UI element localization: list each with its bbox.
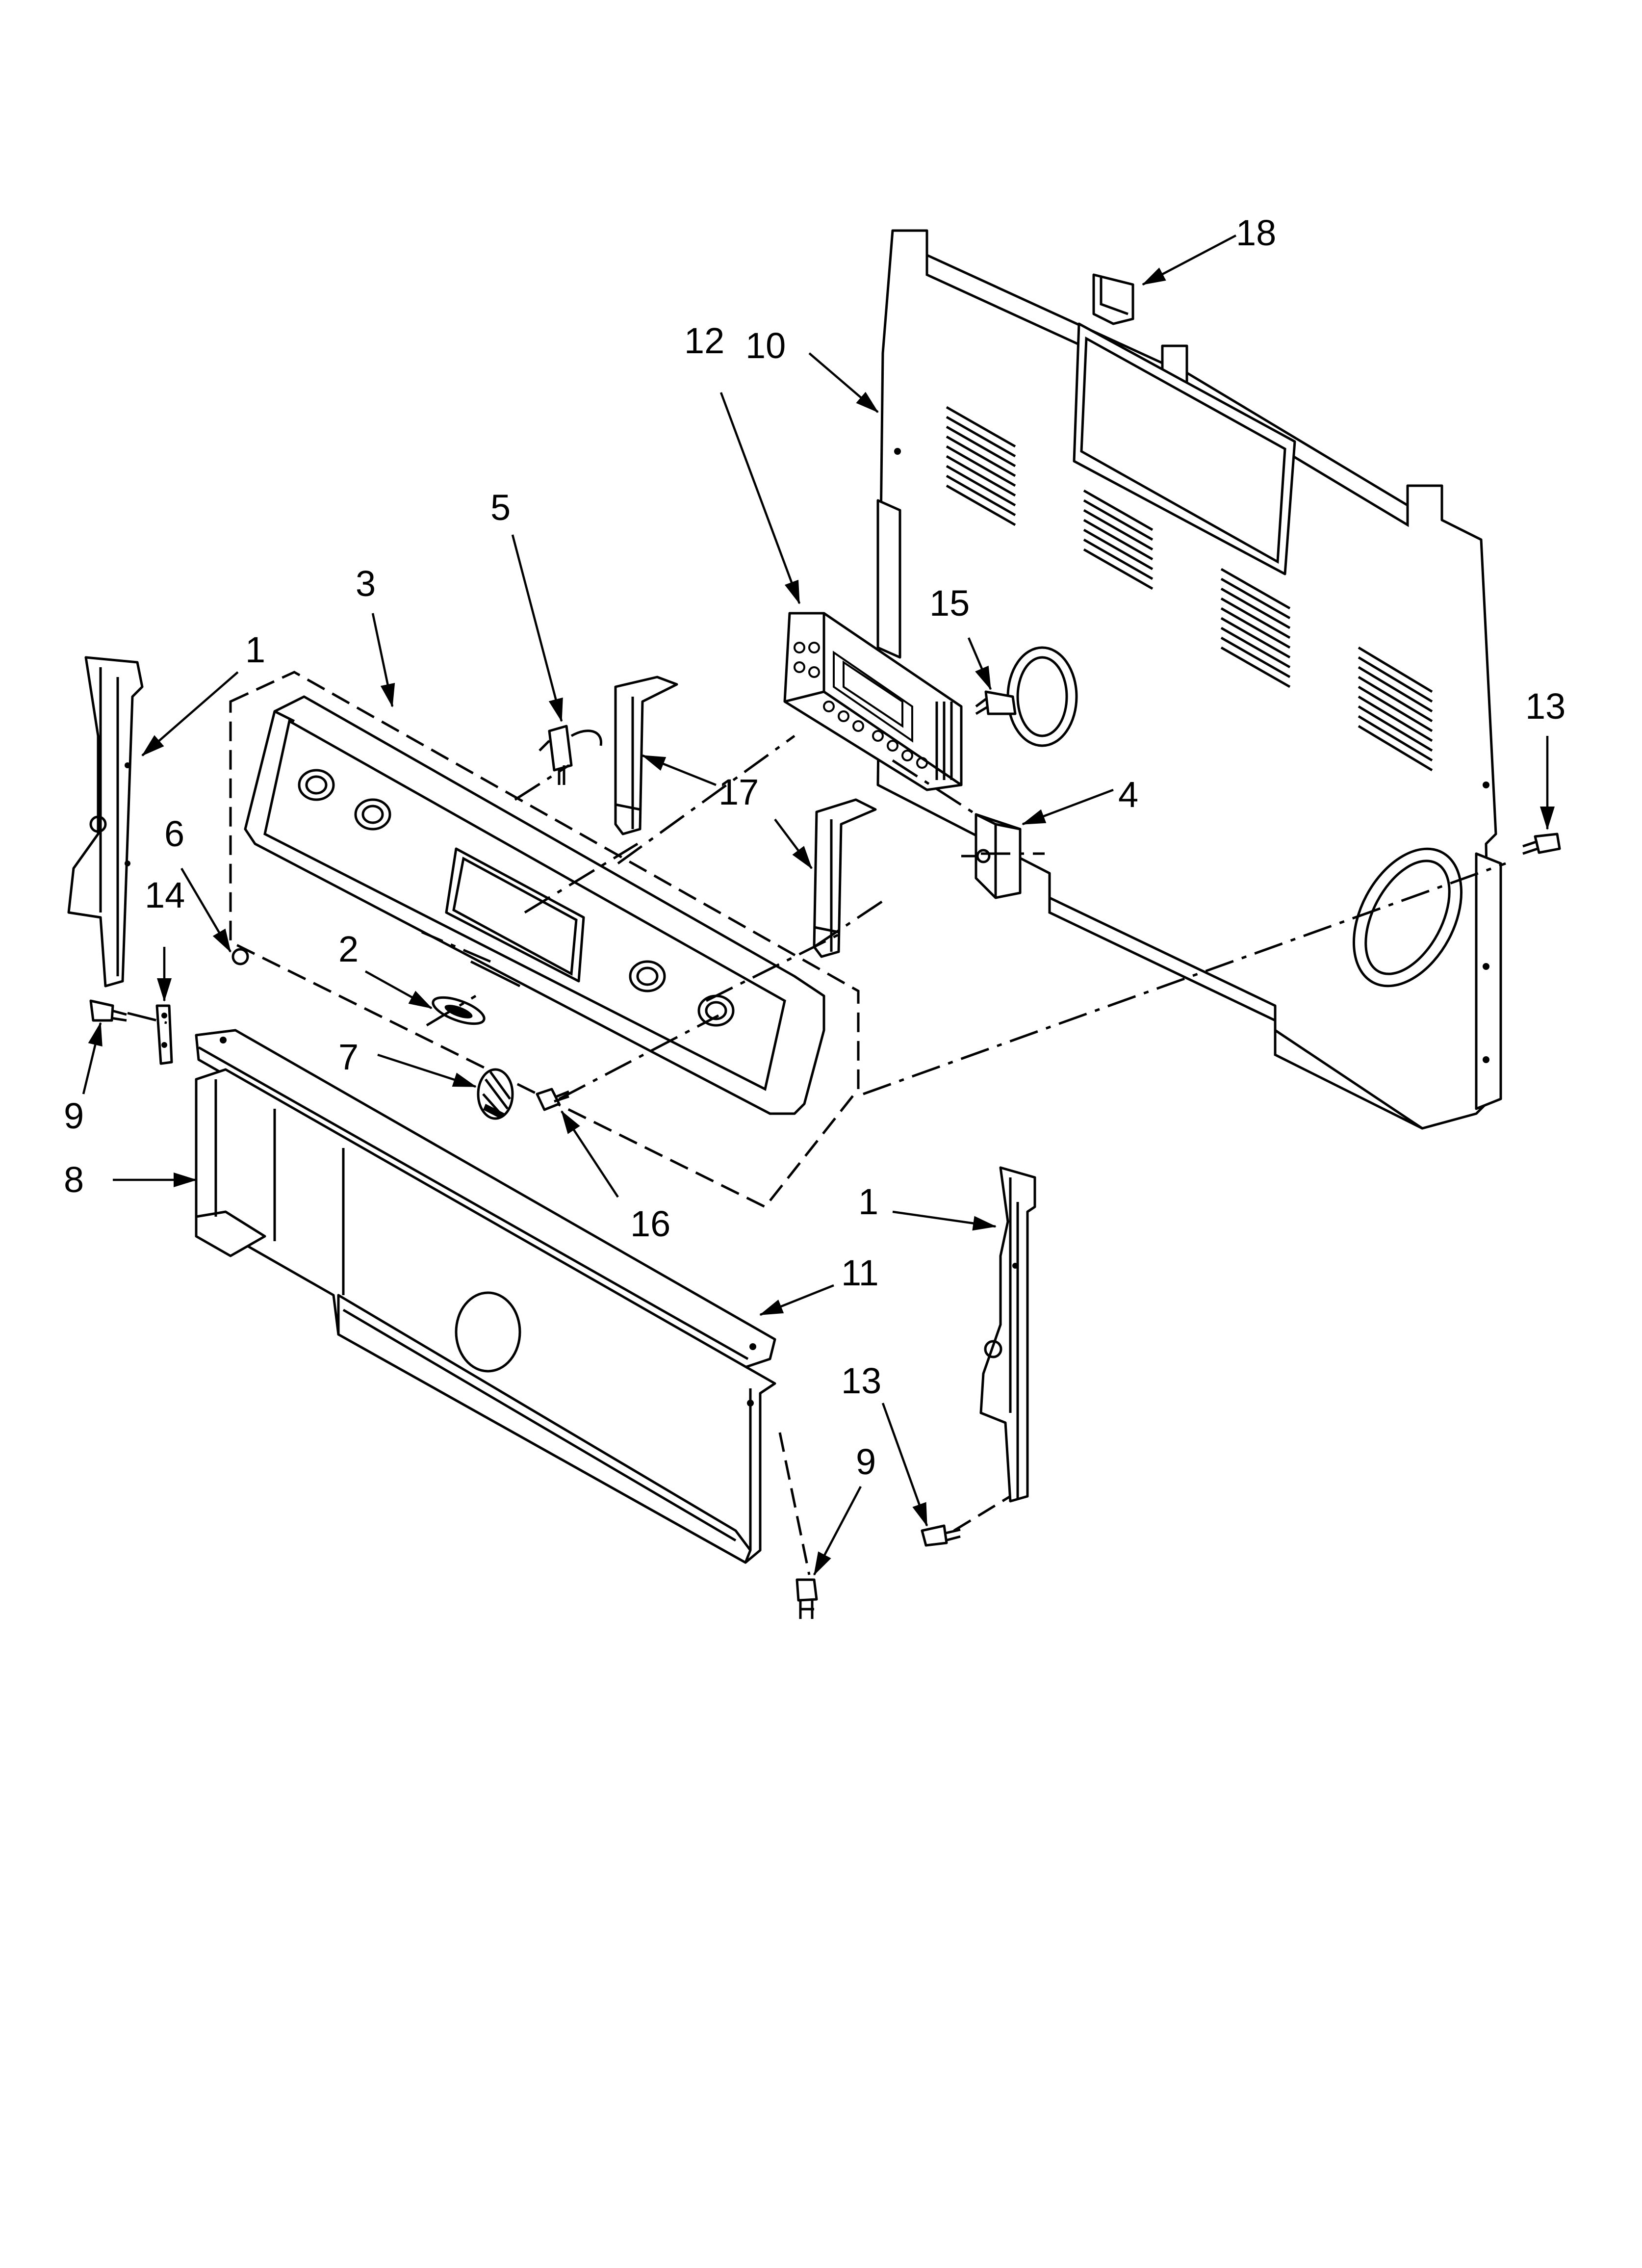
callout-14: 14 bbox=[145, 875, 185, 915]
control-board-part-12 bbox=[783, 612, 963, 791]
callout-5: 5 bbox=[490, 487, 511, 528]
leader-lines bbox=[82, 235, 1555, 1576]
callout-3: 3 bbox=[356, 563, 376, 604]
clip-part-18 bbox=[1092, 273, 1134, 325]
callout-11: 11 bbox=[841, 1252, 879, 1293]
knob-part-7 bbox=[477, 1068, 514, 1120]
callout-18: 18 bbox=[1236, 212, 1276, 253]
knob-locations bbox=[298, 769, 735, 1027]
callout-15: 15 bbox=[929, 583, 970, 624]
callout-labels: 18 10 12 5 3 15 1 13 17 4 6 14 2 9 7 8 1… bbox=[64, 212, 1565, 1482]
screw-part-13-right bbox=[1522, 833, 1561, 855]
clip-part-14 bbox=[155, 1004, 173, 1065]
lower-panel-part-8 bbox=[195, 1068, 776, 1564]
vent-louvres-1 bbox=[946, 406, 1016, 526]
badge-part-2 bbox=[432, 996, 486, 1025]
end-cap-part-1-left bbox=[67, 656, 144, 988]
callout-7: 7 bbox=[338, 1037, 359, 1077]
trim-strip-part-11 bbox=[195, 1029, 776, 1370]
callout-1-right: 1 bbox=[858, 1181, 878, 1222]
screw-part-13-lower bbox=[921, 1524, 961, 1547]
callout-17: 17 bbox=[718, 772, 759, 812]
end-cap-part-1-right bbox=[979, 1166, 1036, 1503]
callout-13-lower: 13 bbox=[841, 1360, 881, 1401]
callout-12: 12 bbox=[684, 320, 724, 361]
callout-9-lower: 9 bbox=[856, 1441, 876, 1482]
vent-louvres-4 bbox=[1358, 646, 1433, 772]
callout-10: 10 bbox=[745, 325, 786, 366]
harness-part-5 bbox=[539, 725, 603, 785]
callout-6: 6 bbox=[164, 813, 184, 854]
callout-8: 8 bbox=[64, 1159, 84, 1200]
callout-4: 4 bbox=[1118, 774, 1138, 815]
screw-part-16 bbox=[536, 1088, 569, 1111]
oval-opening bbox=[1352, 847, 1463, 988]
callout-16: 16 bbox=[630, 1203, 670, 1244]
alignment-lines bbox=[127, 734, 1506, 1575]
screw-part-9-left bbox=[89, 999, 127, 1022]
screw-part-9-lower bbox=[795, 1578, 818, 1619]
switch-part-4 bbox=[961, 813, 1022, 899]
screw-part-15 bbox=[975, 690, 1017, 715]
bracket-part-17-upper bbox=[614, 676, 678, 835]
callout-1-left: 1 bbox=[245, 629, 265, 670]
back-panel-part-10 bbox=[876, 229, 1502, 1130]
callout-2: 2 bbox=[338, 929, 359, 969]
grommet-part-15 bbox=[1006, 646, 1078, 747]
plug-part-6 bbox=[231, 948, 249, 965]
callout-9-left: 9 bbox=[64, 1095, 84, 1136]
vent-louvres-2 bbox=[1083, 489, 1154, 590]
callout-13-right: 13 bbox=[1525, 686, 1565, 727]
vent-louvres-3 bbox=[1220, 568, 1291, 688]
bracket-part-17-lower bbox=[813, 798, 877, 958]
